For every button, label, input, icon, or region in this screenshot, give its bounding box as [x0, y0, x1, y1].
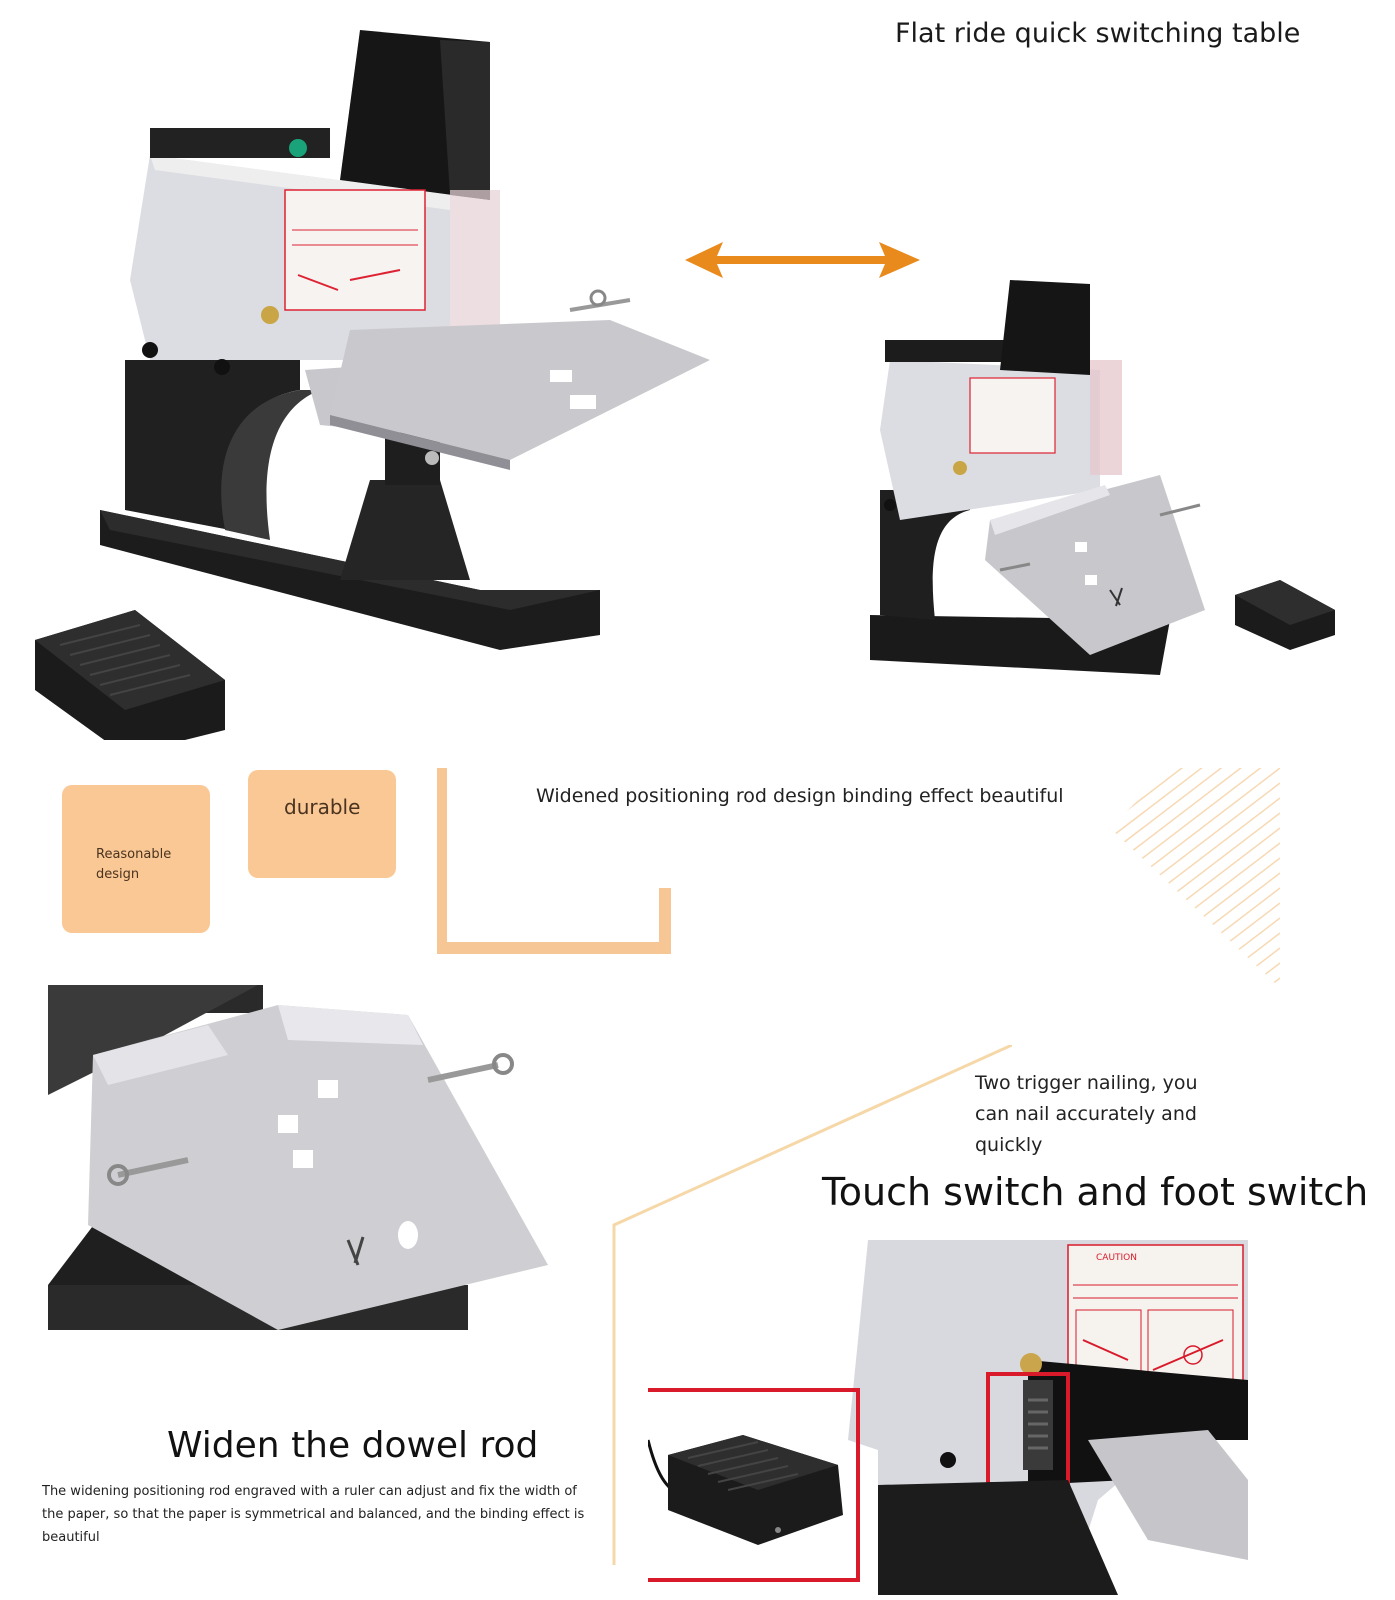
decorative-stripes — [1110, 768, 1280, 988]
decorative-thin-frame — [612, 1045, 1012, 1565]
badge-reasonable-design — [62, 785, 210, 933]
badge-durable — [248, 770, 396, 878]
stapler-photo-large — [35, 30, 710, 740]
double-arrow-icon — [685, 242, 920, 278]
touch-foot-switch-title: Touch switch and foot switch — [822, 1170, 1369, 1214]
stapler-photo-small — [870, 280, 1335, 675]
dowel-rod-description: The widening positioning rod engraved wi… — [42, 1484, 585, 1545]
dowel-rod-title: Widen the dowel rod — [167, 1425, 539, 1466]
badge-reasonable-design-label: Reasonable design — [96, 847, 172, 882]
switch-closeup-photo: CAUTION — [648, 1240, 1248, 1595]
two-trigger-subtitle: Two trigger nailing, you can nail accura… — [975, 1072, 1198, 1156]
badge-durable-label: durable — [284, 795, 361, 819]
caution-label: CAUTION — [1096, 1253, 1137, 1263]
widened-rod-headline: Widened positioning rod design binding e… — [536, 785, 1064, 807]
dowel-rod-closeup-photo — [48, 985, 548, 1330]
quick-switch-caption: Flat ride quick switching table — [895, 18, 1301, 49]
decorative-corner-frame — [437, 768, 671, 954]
